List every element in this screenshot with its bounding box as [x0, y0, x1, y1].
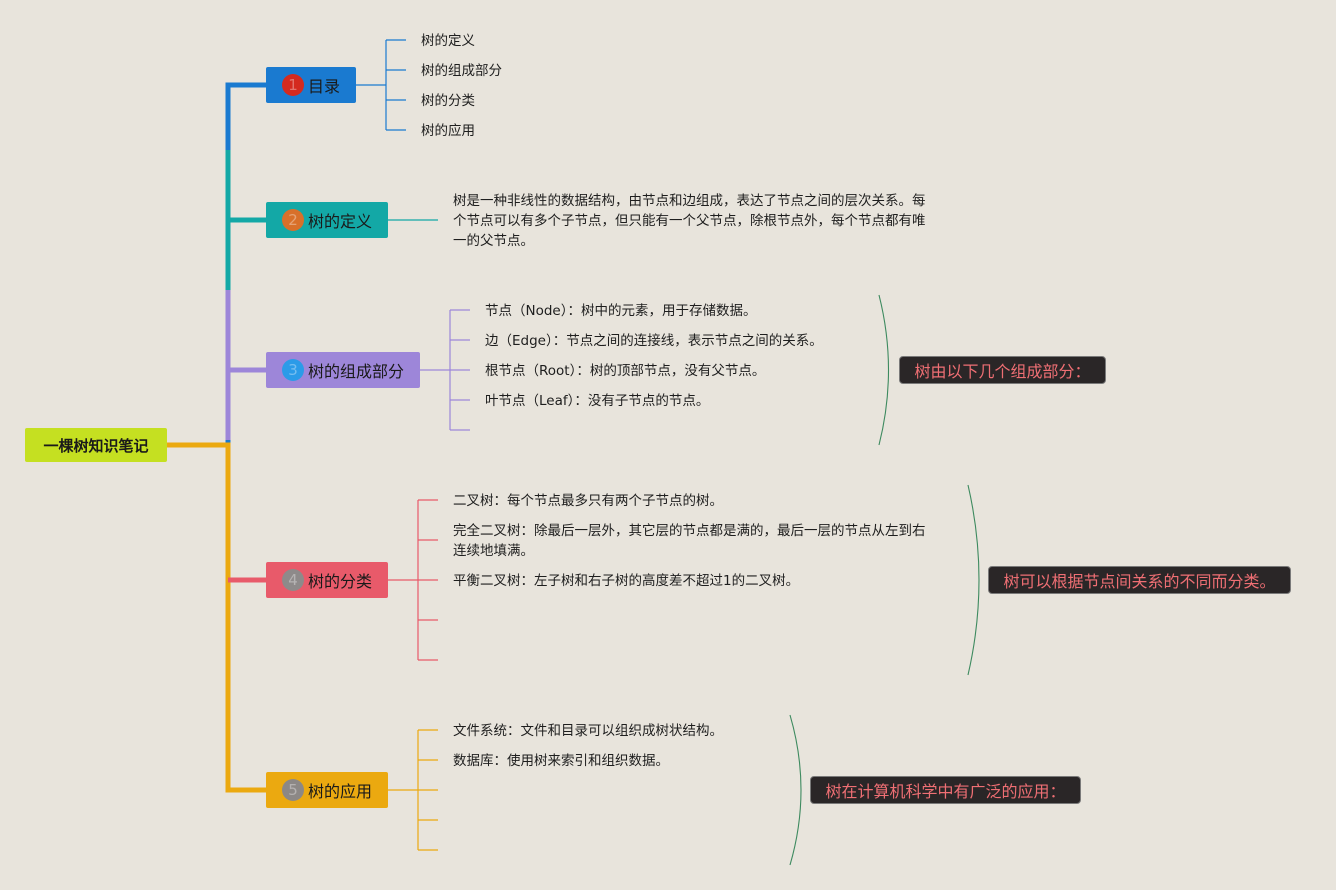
- number-badge-icon: 4: [282, 569, 304, 591]
- branch-label: 树的定义: [308, 212, 373, 231]
- list-item[interactable]: 树的分类: [421, 93, 475, 109]
- list-item[interactable]: 二叉树：每个节点最多只有两个子节点的树。: [453, 493, 723, 509]
- list-item-continuation[interactable]: 连续地填满。: [453, 543, 534, 559]
- list-item[interactable]: 根节点（Root）：树的顶部节点，没有父节点。: [485, 363, 766, 379]
- list-item[interactable]: 节点（Node）：树中的元素，用于存储数据。: [485, 303, 757, 319]
- summary-label[interactable]: 树由以下几个组成部分：: [899, 356, 1106, 384]
- trunk-lower: [167, 442, 266, 793]
- summary-label[interactable]: 树在计算机科学中有广泛的应用：: [810, 776, 1081, 804]
- list-item[interactable]: 叶节点（Leaf）：没有子节点的节点。: [485, 393, 710, 409]
- number-badge-icon: 2: [282, 209, 304, 231]
- paragraph-line: 树是一种非线性的数据结构，由节点和边组成，表达了节点之间的层次关系。每: [453, 193, 926, 209]
- list-item[interactable]: 数据库：使用树来索引和组织数据。: [453, 753, 669, 769]
- trunk-to-b1: [167, 82, 266, 448]
- definition-paragraph[interactable]: 树是一种非线性的数据结构，由节点和边组成，表达了节点之间的层次关系。每 个节点可…: [453, 191, 953, 251]
- list-item[interactable]: 树的组成部分: [421, 63, 502, 79]
- list-item[interactable]: 树的应用: [421, 123, 475, 139]
- root-node[interactable]: 一棵树知识笔记: [25, 428, 167, 462]
- summary-label[interactable]: 树可以根据节点间关系的不同而分类。: [988, 566, 1291, 594]
- list-item[interactable]: 平衡二叉树：左子树和右子树的高度差不超过1的二叉树。: [453, 573, 800, 589]
- list-item[interactable]: 文件系统：文件和目录可以组织成树状结构。: [453, 723, 723, 739]
- number-badge-icon: 3: [282, 359, 304, 381]
- branch-node-applications[interactable]: 5 树的应用: [266, 772, 388, 808]
- branch-node-classification[interactable]: 4 树的分类: [266, 562, 388, 598]
- summary-brace-4: [967, 484, 980, 676]
- number-badge-icon: 1: [282, 74, 304, 96]
- paragraph-line: 一的父节点。: [453, 233, 534, 249]
- branch-label: 树的组成部分: [308, 362, 405, 381]
- branch-label: 目录: [308, 77, 341, 96]
- branch-node-contents[interactable]: 1 目录: [266, 67, 356, 103]
- branch-node-definition[interactable]: 2 树的定义: [266, 202, 388, 238]
- summary-brace-3: [878, 294, 889, 446]
- list-item[interactable]: 完全二叉树：除最后一层外，其它层的节点都是满的，最后一层的节点从左到右: [453, 523, 926, 539]
- branch-label: 树的应用: [308, 782, 373, 801]
- branch-label: 树的分类: [308, 572, 373, 591]
- list-item[interactable]: 边（Edge）：节点之间的连接线，表示节点之间的关系。: [485, 333, 823, 349]
- branch-node-components[interactable]: 3 树的组成部分: [266, 352, 420, 388]
- number-badge-icon: 5: [282, 779, 304, 801]
- summary-brace-5: [789, 714, 802, 866]
- list-item[interactable]: 树的定义: [421, 33, 475, 49]
- paragraph-line: 个节点可以有多个子节点，但只能有一个父节点，除根节点外，每个节点都有唯: [453, 213, 926, 229]
